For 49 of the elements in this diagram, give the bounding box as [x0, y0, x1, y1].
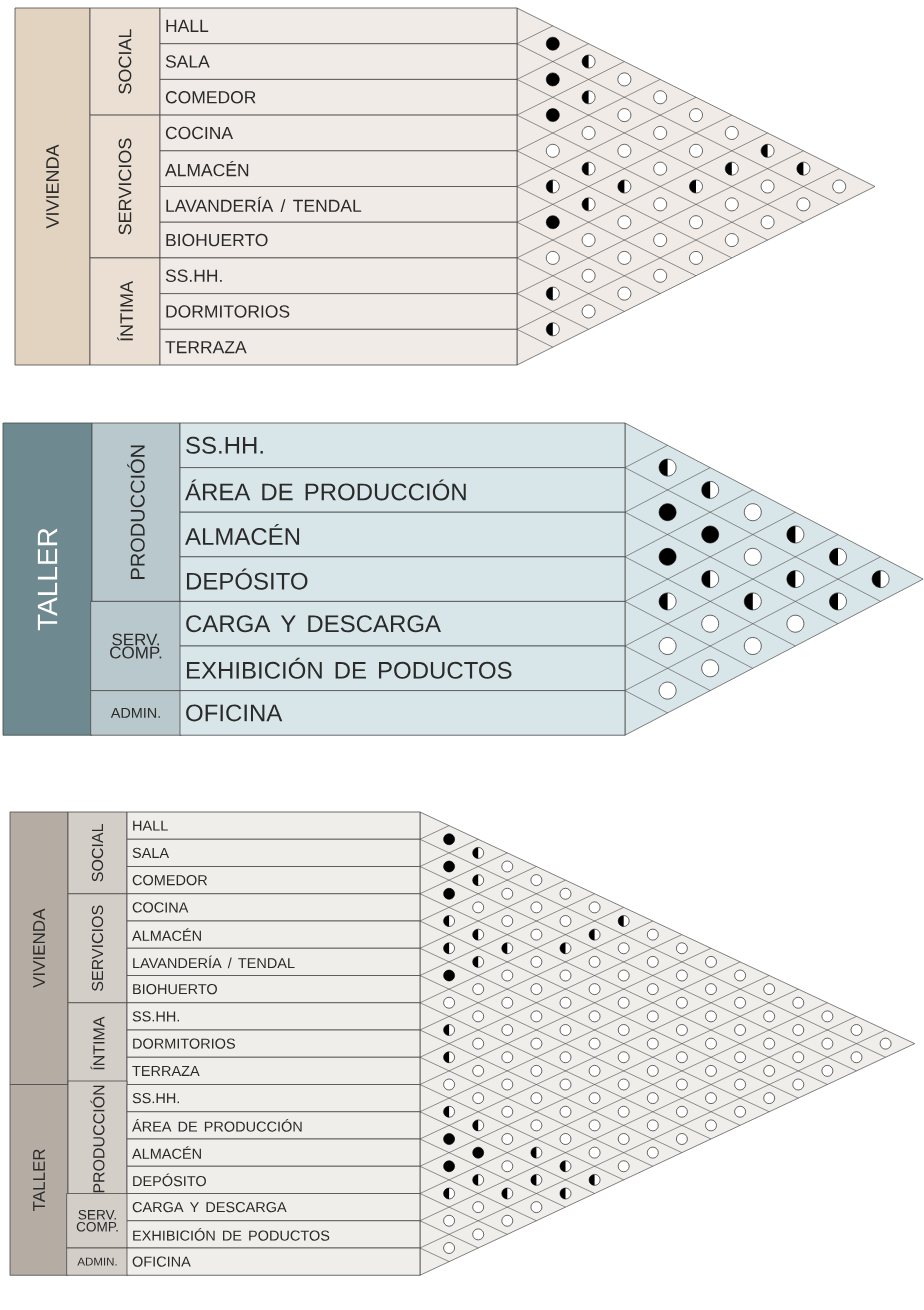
room-cell: BIOHUERTO — [126, 975, 421, 1004]
room-cell: COCINA — [126, 893, 421, 922]
subzone-cell: ADMIN. — [90, 690, 182, 736]
subzone-cell: ÍNTIMA — [89, 257, 161, 366]
room-cell: OFICINA — [179, 690, 626, 736]
room-cell: DORMITORIOS — [126, 1029, 421, 1058]
room-cell: CARGA Y DESCARGA — [126, 1193, 421, 1222]
room-cell: CARGA Y DESCARGA — [179, 601, 626, 647]
room-cell: EXHIBICIÓN DE PODUCTOS — [179, 645, 626, 691]
room-cell: COMEDOR — [159, 79, 518, 116]
subzone-cell: PRODUCCIÓN — [91, 422, 181, 602]
zone-cell: VIVIENDA — [9, 811, 69, 1085]
zone-cell: TALLER — [9, 1084, 69, 1276]
room-cell: HALL — [126, 811, 421, 840]
room-cell: DORMITORIOS — [159, 293, 518, 330]
room-cell: SS.HH. — [126, 1084, 421, 1113]
room-cell: EXHIBICIÓN DE PODUCTOS — [126, 1220, 421, 1249]
subzone-cell: ÍNTIMA — [67, 1002, 128, 1085]
subzone-cell: SOCIAL — [89, 7, 161, 116]
room-cell: TERRAZA — [159, 328, 518, 366]
zone-cell: TALLER — [2, 422, 93, 736]
room-cell: ÁREA DE PRODUCCIÓN — [126, 1111, 421, 1140]
room-cell: TERRAZA — [126, 1056, 421, 1085]
room-cell: SALA — [126, 838, 421, 867]
room-cell: BIOHUERTO — [159, 221, 518, 259]
room-cell: SALA — [159, 43, 518, 80]
subzone-cell: SOCIAL — [67, 811, 128, 895]
subzone-cell: SERV. COMP. — [90, 601, 182, 691]
room-cell: DEPÓSITO — [126, 1165, 421, 1194]
subzone-cell: SERVICIOS — [67, 893, 128, 1004]
room-cell: DEPÓSITO — [179, 556, 626, 602]
room-cell: ALMACÉN — [179, 511, 626, 558]
room-cell: ALMACÉN — [126, 1138, 421, 1167]
zone-cell: VIVIENDA — [14, 7, 91, 366]
room-cell: SS.HH. — [126, 1002, 421, 1031]
room-cell: SS.HH. — [179, 422, 626, 468]
room-cell: COMEDOR — [126, 866, 421, 895]
room-cell: HALL — [159, 7, 518, 45]
room-cell: LAVANDERÍA / TENDAL — [126, 947, 421, 976]
subzone-cell: SERV. COMP. — [66, 1193, 129, 1249]
room-cell: ALMACÉN — [159, 150, 518, 187]
room-cell: OFICINA — [126, 1247, 421, 1276]
room-cell: COCINA — [159, 114, 518, 152]
room-cell: LAVANDERÍA / TENDAL — [159, 186, 518, 223]
room-cell: ALMACÉN — [126, 920, 421, 949]
room-cell: ÁREA DE PRODUCCIÓN — [179, 467, 626, 513]
subzone-cell: ADMIN. — [66, 1247, 129, 1276]
room-cell: SS.HH. — [159, 257, 518, 294]
subzone-cell: SERVICIOS — [89, 114, 161, 259]
